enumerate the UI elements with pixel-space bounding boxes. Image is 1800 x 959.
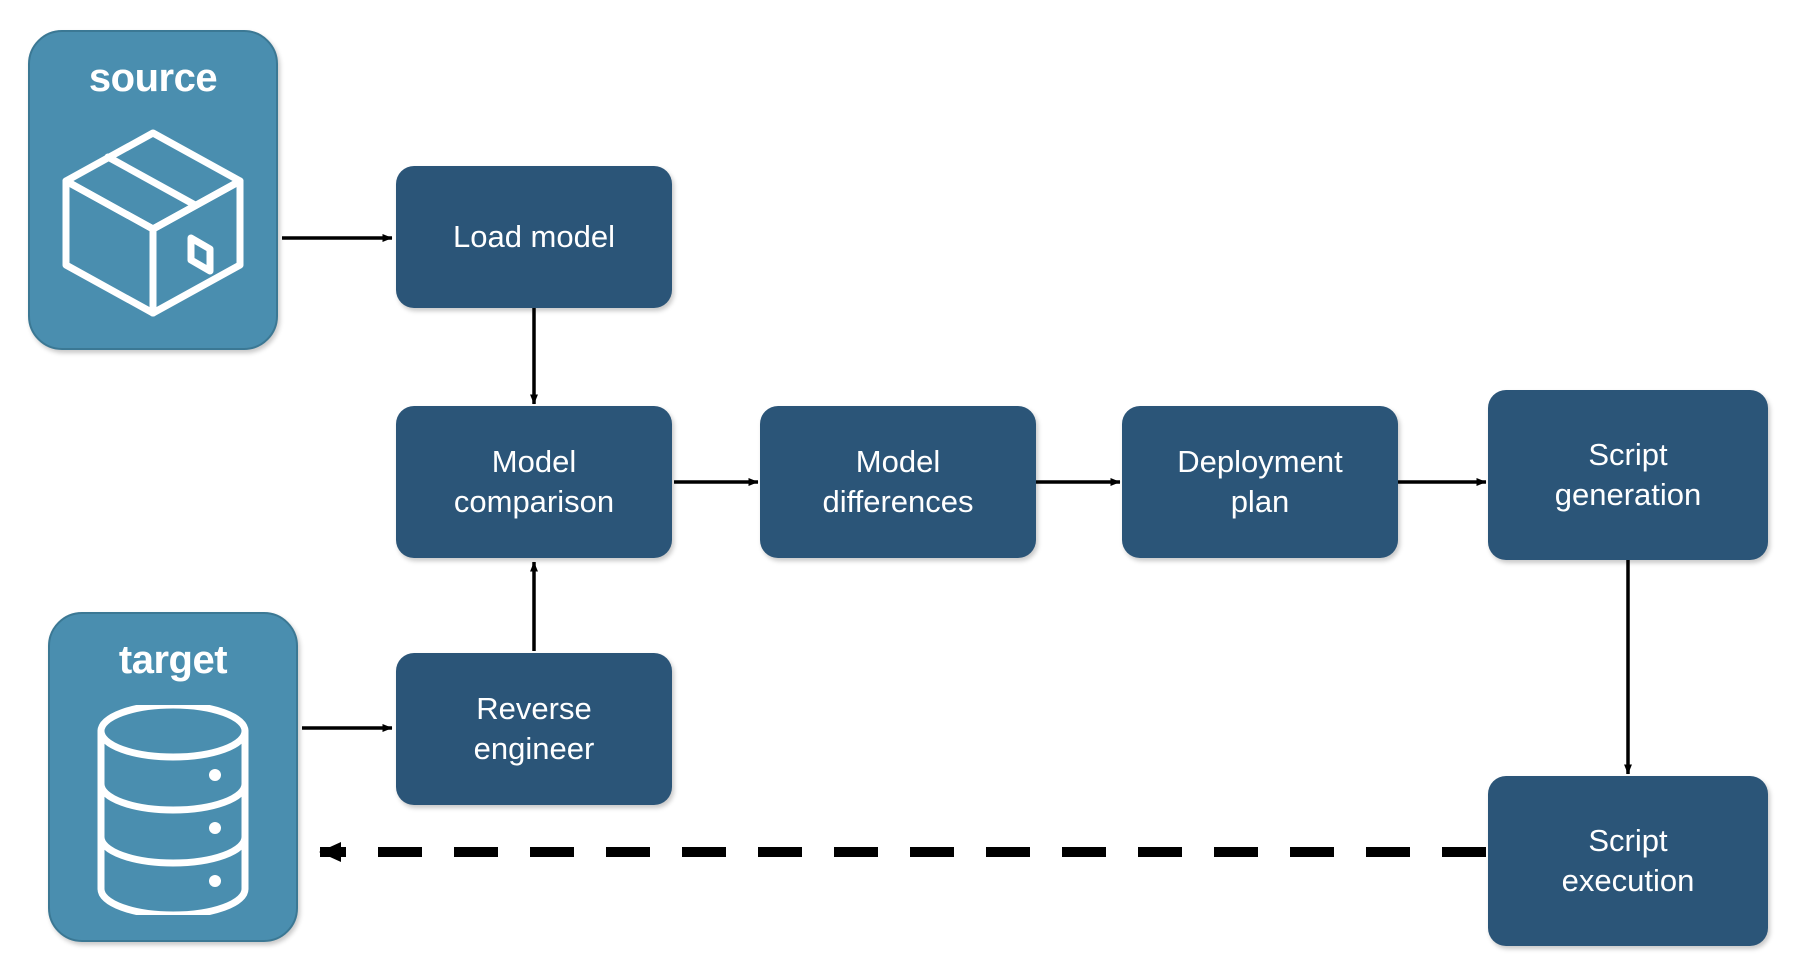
process-deployment-plan[interactable]: Deployment plan [1122, 406, 1398, 558]
process-reverse-engineer[interactable]: Reverse engineer [396, 653, 672, 805]
database-cylinder-icon [50, 680, 296, 940]
process-script-generation[interactable]: Script generation [1488, 390, 1768, 560]
process-model-differences-label: Model differences [822, 444, 974, 519]
process-script-execution[interactable]: Script execution [1488, 776, 1768, 946]
process-reverse-engineer-label: Reverse engineer [473, 691, 595, 766]
endpoint-source[interactable]: source [28, 30, 278, 350]
package-box-icon [30, 98, 276, 348]
process-model-differences[interactable]: Model differences [760, 406, 1036, 558]
process-deployment-plan-label: Deployment plan [1177, 444, 1343, 519]
process-model-comparison-label: Model comparison [453, 444, 615, 519]
process-load-model[interactable]: Load model [396, 166, 672, 308]
endpoint-source-label: source [88, 56, 218, 100]
endpoint-target-label: target [118, 638, 228, 682]
process-script-generation-label: Script generation [1554, 437, 1702, 512]
endpoint-target[interactable]: target [48, 612, 298, 942]
process-model-comparison[interactable]: Model comparison [396, 406, 672, 558]
process-load-model-label: Load model [452, 219, 615, 255]
process-script-execution-label: Script execution [1561, 823, 1695, 898]
